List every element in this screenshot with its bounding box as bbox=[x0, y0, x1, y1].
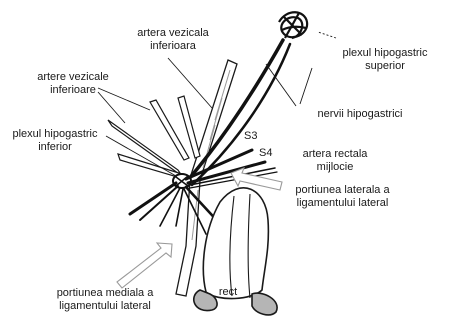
label-plexul-hipogastric-inferior: plexul hipogastric inferior bbox=[0, 128, 110, 154]
label-portiunea-mediala: portiunea mediala a ligamentului lateral bbox=[40, 287, 170, 313]
arrow-medial-portion bbox=[117, 243, 172, 288]
label-artera-vezicala-inferioara: artera vezicala inferioara bbox=[118, 27, 228, 53]
superior-plexus bbox=[279, 12, 307, 38]
label-nervii-hipogastrici: nervii hipogastrici bbox=[300, 108, 420, 121]
label-plexul-hipogastric-superior: plexul hipogastric superior bbox=[330, 47, 440, 73]
label-s3: S3 bbox=[244, 130, 268, 143]
label-portiunea-laterala: portiunea laterala a ligamentului latera… bbox=[280, 184, 405, 210]
label-artere-vezicale-inferioare: artere vezicale inferioare bbox=[18, 71, 128, 97]
label-artera-rectala-mijlocie: artera rectala mijlocie bbox=[280, 148, 390, 174]
vesical-arteries bbox=[108, 96, 200, 179]
label-rect: rect bbox=[214, 286, 242, 299]
hypogastric-nerves bbox=[188, 40, 290, 185]
